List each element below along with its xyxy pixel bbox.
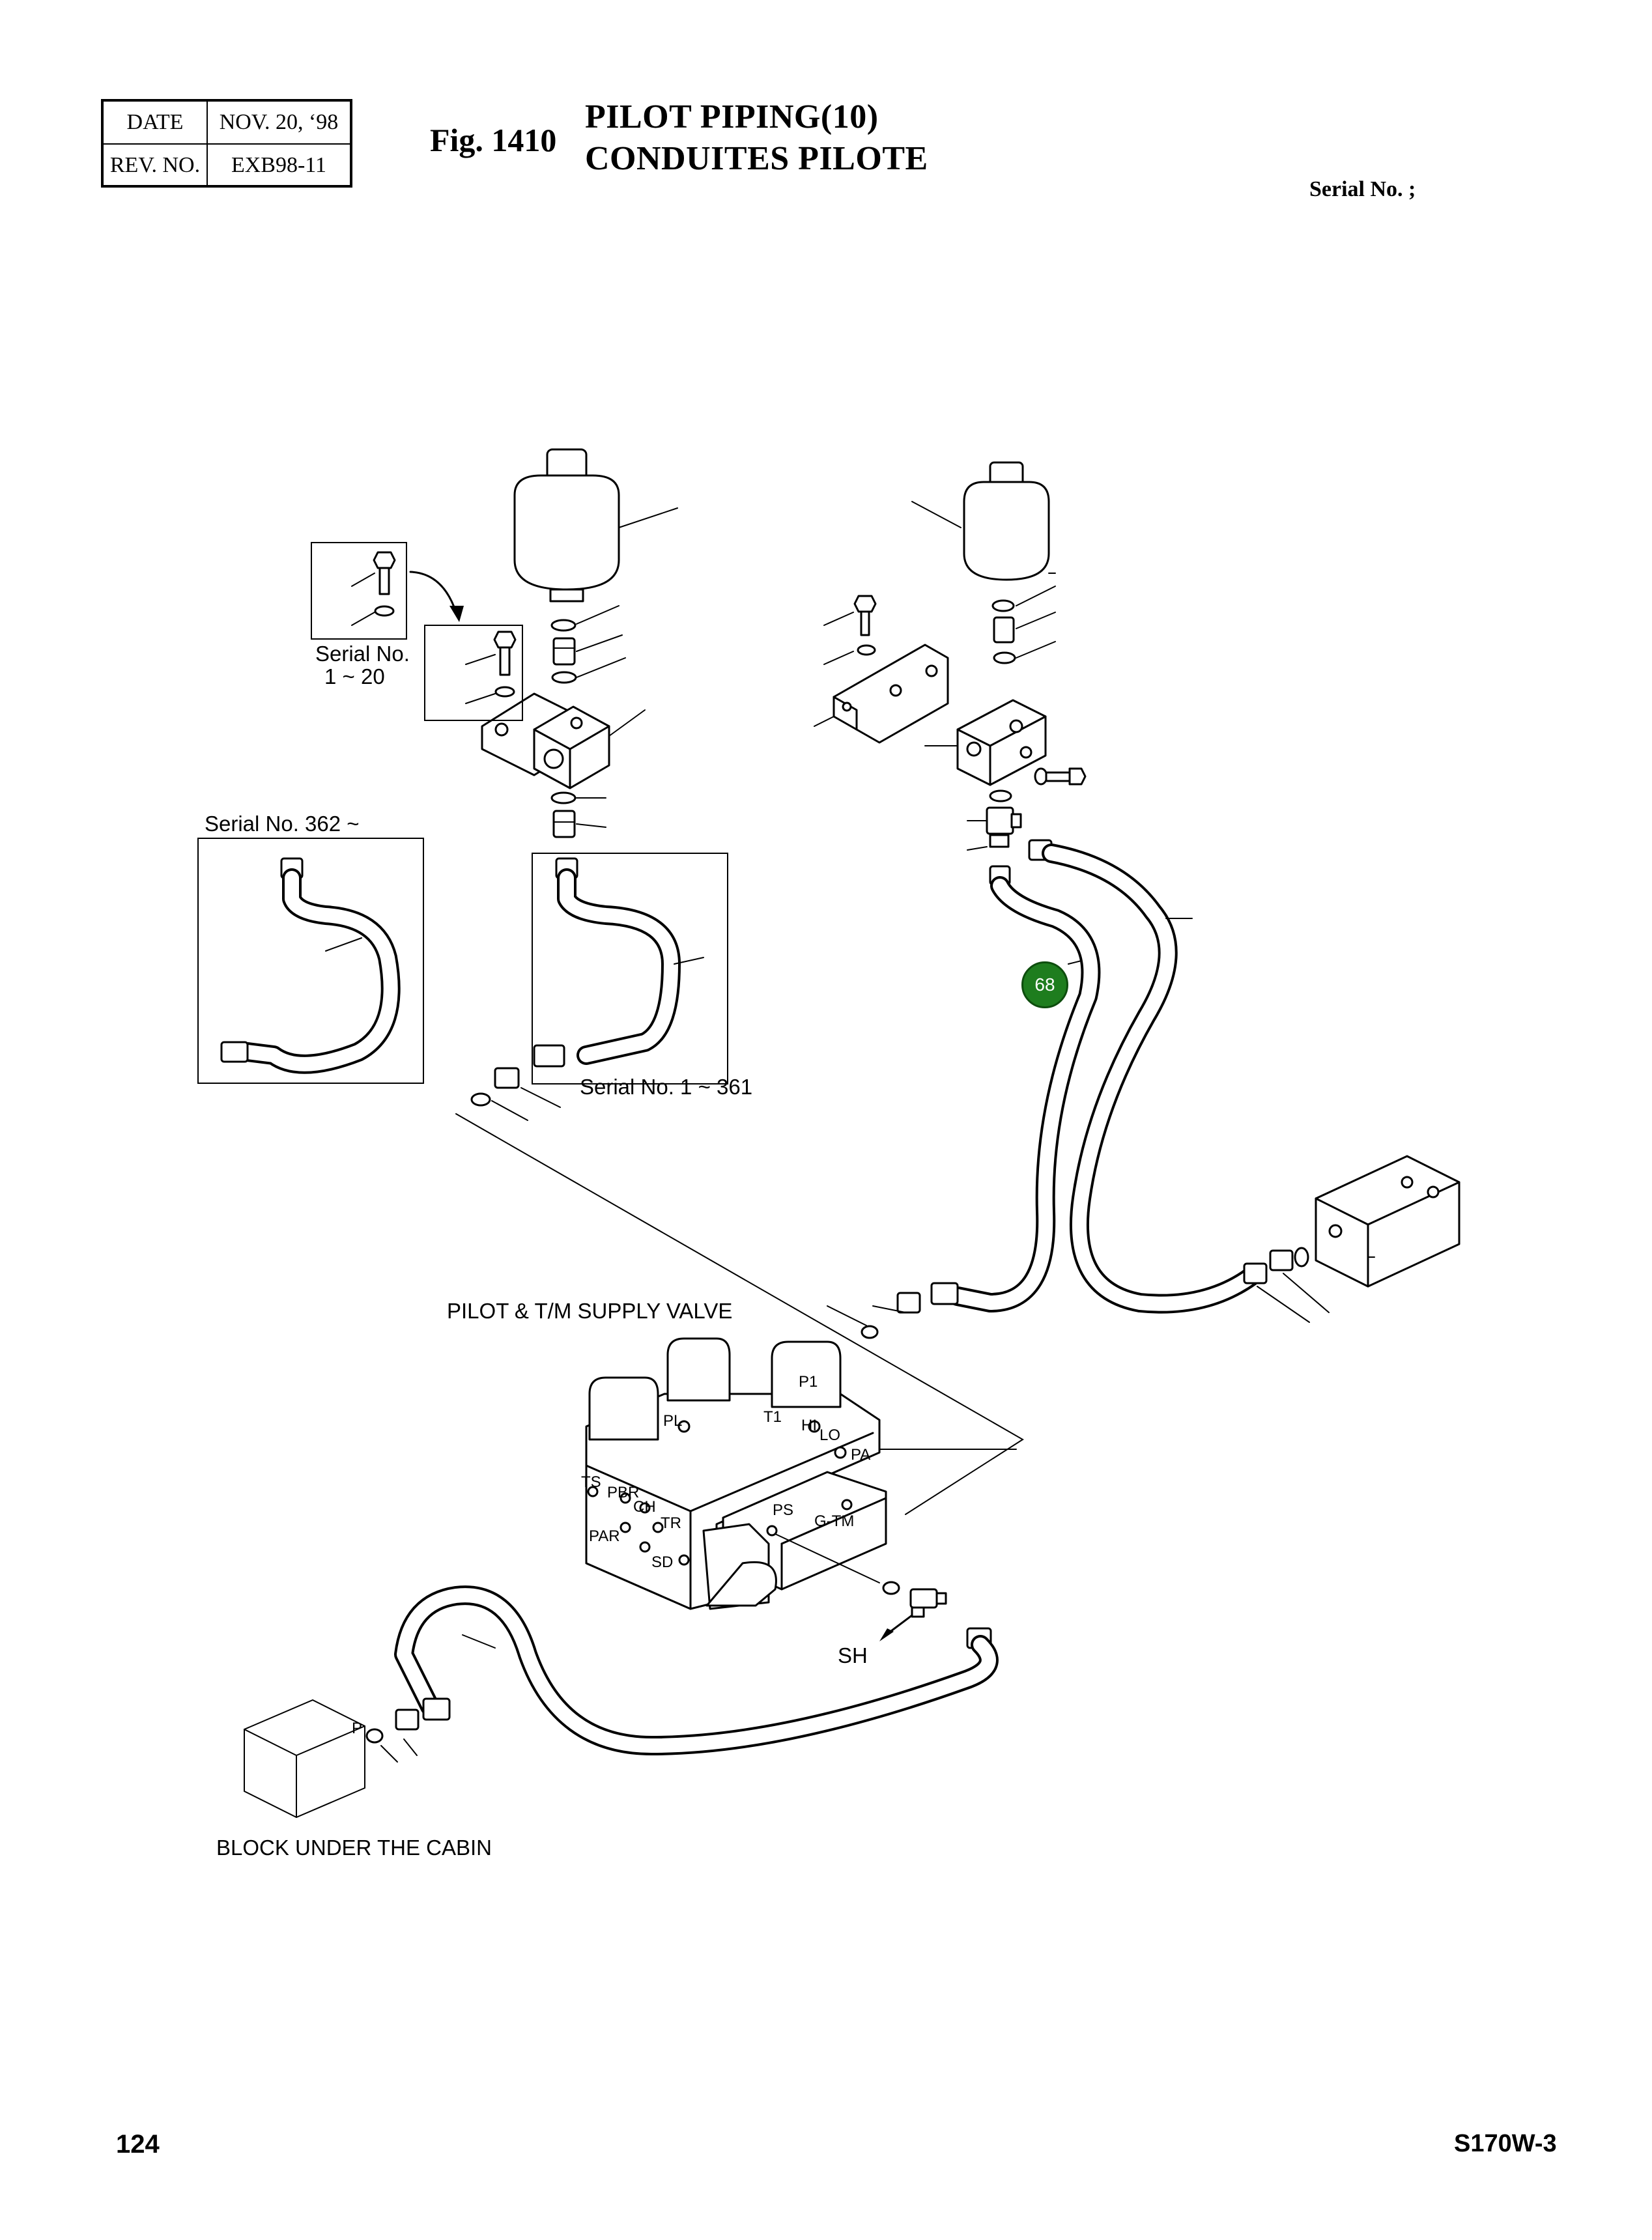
model-code: S170W-3 [1454,2130,1557,2157]
inset-serial-362 [197,838,424,1084]
cabin-block [244,1699,365,1819]
inset-hose-362 [220,857,401,1074]
serial-header: Serial No. ; [1309,177,1416,201]
inset-bolt-2 [465,631,517,704]
inset-arrowhead [449,606,464,622]
title-english: PILOT PIPING(10) [585,98,879,135]
valve-leader-ps [775,1533,880,1583]
label-supply-valve: PILOT & T/M SUPPLY VALVE [447,1299,733,1323]
port-sd: SD [651,1553,674,1571]
right-orings-and-adapter [991,586,1056,664]
left-lower-fittings [550,791,606,838]
date-row: DATE NOV. 20, ‘98 [104,102,350,145]
rev-label: REV. NO. [104,145,208,186]
right-bolt [1034,767,1087,786]
supply-valve-body [585,1337,887,1610]
right-tee-fitting [967,789,1022,886]
part-callout-68[interactable]: 68 [1021,961,1068,1008]
left-leader-path [455,1113,1024,1515]
port-lo: LO [819,1426,841,1444]
date-label: DATE [104,102,208,143]
right-hose-pair [948,839,1260,1314]
rev-row: REV. NO. EXB98-11 [104,145,350,186]
lower-hose [365,1585,999,1763]
inset-serial-1-20 [311,542,407,640]
left-connector-fittings [470,1067,561,1121]
port-gtm: G-TM [814,1512,855,1530]
label-sh: SH [838,1643,868,1667]
right-mounting-block [924,699,1047,786]
title-french: CONDUITES PILOTE [585,140,928,177]
revision-table: DATE NOV. 20, ‘98 REV. NO. EXB98-11 [101,99,352,188]
inset-arrow [409,571,457,614]
left-accumulator [513,448,678,603]
port-t1: T1 [763,1408,782,1426]
port-p1: P1 [799,1373,818,1391]
port-ts: TS [581,1473,601,1491]
right-accumulator [911,461,1056,581]
sh-arrowhead [879,1628,894,1641]
port-hi: HI [801,1417,817,1434]
inset-hose-1-361 [533,857,704,1068]
port-par: PAR [589,1527,620,1545]
port-pa: PA [851,1446,871,1464]
left-orings-and-adapter [550,605,626,684]
figure-number: Fig. 1410 [430,122,557,158]
right-block [1315,1155,1460,1288]
port-pl: PL [663,1412,683,1430]
label-serial-1-361: Serial No. 1 ~ 361 [580,1075,753,1099]
date-value: NOV. 20, ‘98 [219,110,339,134]
label-serial-362: Serial No. 362 ~ [205,812,360,836]
left-mounting-block [481,692,646,789]
lower-tee-fitting [879,1581,992,1649]
port-pbr: PBR [607,1484,640,1501]
label-serial-1-20: Serial No. [315,642,410,666]
rev-value: EXB98-11 [231,153,327,177]
page-number: 124 [116,2130,160,2159]
inset-serial-1-361 [532,853,728,1085]
port-ps: PS [773,1501,794,1519]
right-end-fittings [827,1247,1330,1339]
label-serial-1-20-range: 1 ~ 20 [324,664,385,688]
port-tr: TR [661,1514,681,1532]
label-block-under-cabin: BLOCK UNDER THE CABIN [216,1836,492,1860]
right-bracket [814,595,949,744]
port-ch: CH [633,1498,656,1516]
inset-bolt-1 [351,551,396,626]
label-port-p-cabin: P [352,1720,363,1737]
inset-serial-alt [424,625,523,721]
